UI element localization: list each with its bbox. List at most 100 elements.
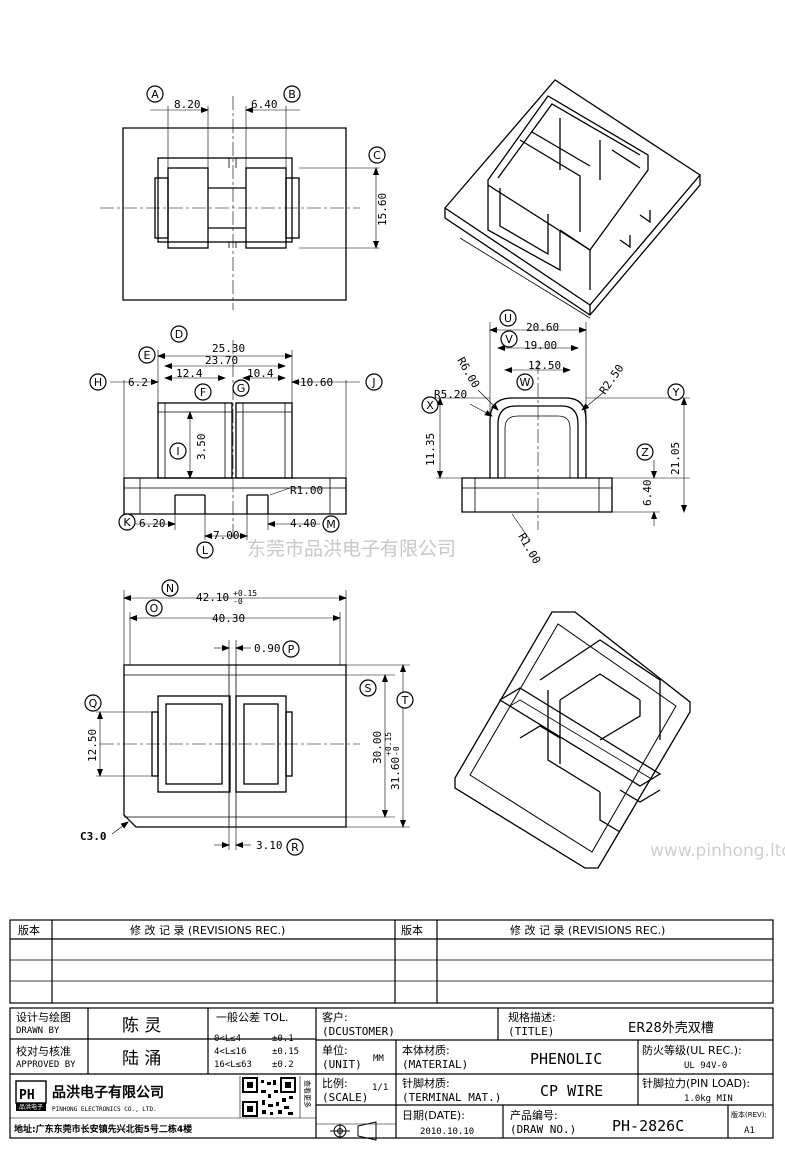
logo-text: PH [19, 1088, 35, 1103]
date-cn: 日期(DATE): [402, 1109, 465, 1122]
terminal-cn: 针脚材质: [402, 1076, 450, 1090]
dim-bot-n: 42.10 [196, 591, 229, 604]
logo-sub: 品洪电子 [19, 1103, 43, 1111]
callout-letter: I [176, 445, 179, 458]
dim-top-a: 8.20 [174, 98, 201, 111]
dim-bot-c3: C3.0 [80, 830, 107, 843]
callout-circle [500, 330, 518, 348]
customer-cn: 客户: [322, 1010, 348, 1024]
company-cn: 品洪电子有限公司 [52, 1084, 164, 1101]
ul-cn: 防火等级(UL REC.): [642, 1043, 742, 1057]
material-en: (MATERIAL) [402, 1058, 468, 1071]
dim-side-w: 12.50 [528, 359, 561, 372]
ul-value: UL 94V-0 [684, 1061, 727, 1071]
title-value: ER28外壳双槽 [628, 1021, 714, 1036]
callout-circle [499, 309, 517, 327]
callout-t: T [396, 691, 414, 709]
qr-caption: 查看更多 [303, 1080, 312, 1108]
callout-circle [169, 442, 187, 460]
watermark-url: www.pinhong.ltd [650, 841, 785, 861]
material-value: PHENOLIC [530, 1050, 602, 1068]
dim-front-m: 4.40 [290, 517, 317, 530]
callout-j: J [365, 373, 383, 391]
company-en: PINHONG ELECTRONICS CO., LTD. [52, 1106, 157, 1113]
unit-cn: 单位: [322, 1043, 348, 1057]
dim-bot-r: 3.10 [256, 839, 283, 852]
callout-c: C [368, 146, 386, 164]
callout-u: U [499, 309, 517, 327]
dim-front-d: 25.30 [212, 342, 245, 355]
dim-front-l: 7.00 [213, 529, 240, 542]
callout-letter: O [150, 602, 159, 615]
callout-r: R [286, 838, 304, 856]
callout-p: P [282, 640, 300, 658]
callout-letter: H [94, 376, 102, 389]
terminal-value: CP WIRE [540, 1082, 603, 1100]
check-en: APPROVED BY [16, 1060, 76, 1070]
callout-a: A [146, 85, 164, 103]
callout-q: Q [84, 694, 102, 712]
callout-l: L [196, 541, 214, 559]
callout-letter: V [505, 333, 513, 346]
dim-front-h: 6.2 [128, 376, 148, 389]
qr-code [242, 1077, 296, 1117]
dim-top-c: 15.60 [376, 193, 389, 226]
callout-circle [145, 599, 163, 617]
callout-letter: Y [672, 386, 680, 399]
callout-letter: A [151, 88, 159, 101]
callout-circle [118, 513, 136, 531]
tol-val-2: ±0.15 [272, 1047, 299, 1057]
material-cn: 本体材质: [402, 1043, 450, 1057]
callout-n: N [161, 579, 179, 597]
dim-front-k: 6.20 [139, 517, 166, 530]
dim-front-r1: R1.00 [290, 484, 323, 497]
rev-col-ver-right: 版本 [401, 923, 423, 937]
dim-bot-s: 30.00 [371, 731, 384, 764]
callout-letter: U [504, 312, 512, 325]
title-cn: 规格描述: [508, 1010, 556, 1024]
dim-front-j: 10.60 [300, 376, 333, 389]
callout-letter: T [401, 694, 409, 707]
callout-y: Y [667, 383, 685, 401]
dim-side-r52: R5.20 [434, 388, 467, 401]
callout-i: I [169, 442, 187, 460]
callout-circle [161, 579, 179, 597]
tol-range-2: 4<L≤16 [214, 1047, 247, 1057]
company-address: 地址:广东东莞市长安镇先兴北街5号二栋4楼 [14, 1123, 192, 1135]
callout-circle [170, 325, 188, 343]
dim-bot-p: 0.90 [254, 642, 281, 655]
rev-col-rec-left: 修 改 记 录 (REVISIONS REC.) [130, 923, 285, 937]
callout-circle [421, 396, 439, 414]
callout-letter: R [291, 841, 299, 854]
dim-front-i: 3.50 [195, 434, 208, 461]
unit-en: (UNIT) [322, 1058, 362, 1071]
dim-side-x: 11.35 [424, 433, 437, 466]
design-name: 陈 灵 [122, 1016, 161, 1036]
callout-circle [84, 694, 102, 712]
callout-circle [322, 515, 340, 533]
tol-val-3: ±0.2 [272, 1060, 294, 1070]
drawno-value: PH-2826C [612, 1117, 684, 1135]
drawno-cn: 产品编号: [510, 1108, 558, 1122]
dim-side-z: 6.40 [641, 480, 654, 507]
rev-value: A1 [744, 1126, 755, 1136]
callout-letter: L [202, 544, 209, 557]
watermark: 东莞市品洪电子有限公司 [247, 538, 456, 560]
callout-circle [396, 691, 414, 709]
callout-g: G [232, 379, 250, 397]
callout-letter: K [123, 516, 131, 529]
callout-letter: Q [89, 697, 98, 710]
callout-circle [359, 679, 377, 697]
dim-bot-t: 31.60 [389, 757, 402, 790]
callout-letter: J [371, 376, 375, 389]
dim-bot-q: 12.50 [86, 729, 99, 762]
callout-circle [194, 383, 212, 401]
callout-circle [368, 146, 386, 164]
customer-en: (DCUSTOMER) [322, 1025, 395, 1038]
dim-front-e: 23.70 [205, 354, 238, 367]
side-view [436, 322, 690, 541]
